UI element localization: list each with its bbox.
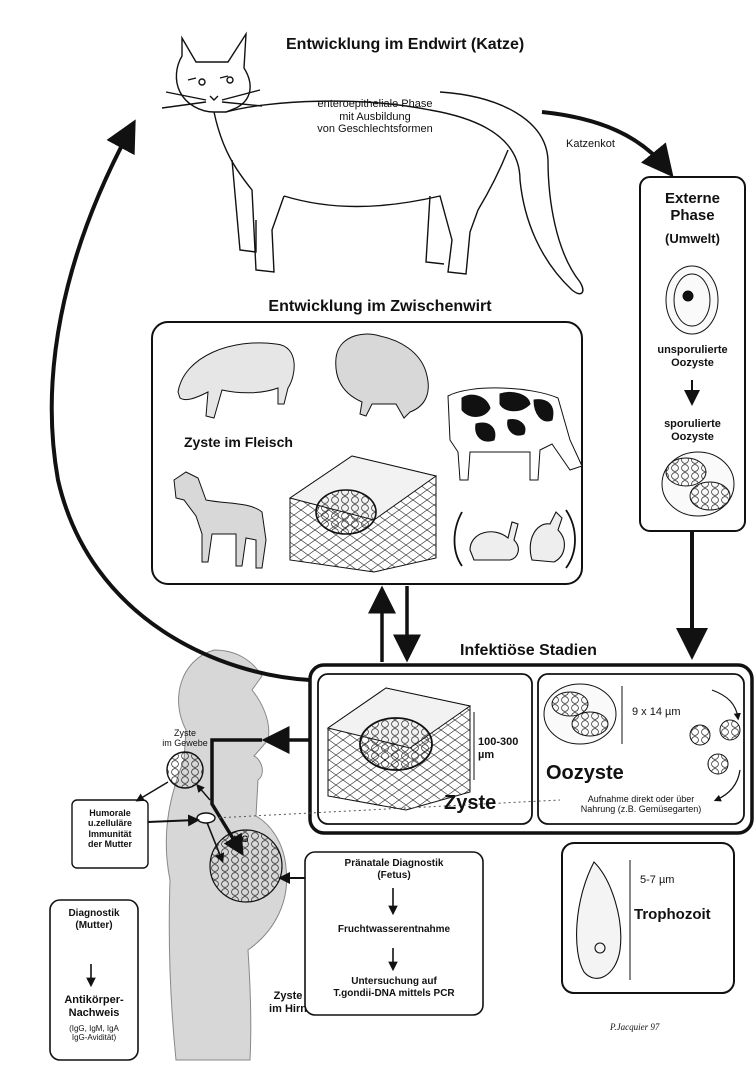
- externe-phase-title: Externe Phase: [640, 190, 745, 225]
- arrow-cyst-immunity-link: [138, 782, 168, 800]
- immunity-label: Humorale u.zelluläre Immunität der Mutte…: [72, 808, 148, 849]
- oocyst-note: Aufnahme direkt oder über Nahrung (z.B. …: [556, 794, 726, 815]
- fruchtwasser-label: Fruchtwasserentnahme: [305, 924, 483, 936]
- tissue-cyst-drawing: [167, 752, 203, 788]
- oocyst-size-label: 9 x 14 µm: [632, 706, 722, 719]
- oocyst-label: Oozyste: [546, 762, 646, 785]
- pig-drawing: [178, 343, 294, 418]
- cyst-size-label: 100-300 µm: [478, 736, 534, 761]
- rabbit-chicken-drawing: [455, 510, 576, 568]
- trophozoite-label: Trophozoit: [634, 906, 734, 923]
- endwirt-phase-text: enteroepitheliale Phase mit Ausbildung v…: [300, 98, 450, 136]
- cow-drawing: [448, 388, 582, 480]
- cyst-label: Zyste: [444, 792, 524, 815]
- sporulated-oocyst-label: sporulierte Oozyste: [640, 418, 745, 443]
- muscle-tissue-cyst-drawing: [290, 456, 436, 572]
- diagnostik-mutter-title: Diagnostik (Mutter): [50, 908, 138, 931]
- unsporulated-oocyst-label: unsporulierte Oozyste: [640, 344, 745, 369]
- author-signature: P.Jacquier 97: [610, 1022, 710, 1032]
- horse-drawing: [174, 472, 266, 568]
- katzenkot-label: Katzenkot: [566, 138, 646, 151]
- infektioese-stadien-title: Infektiöse Stadien: [460, 642, 660, 660]
- sheep-drawing: [336, 334, 429, 418]
- externe-phase-subtitle: (Umwelt): [640, 232, 745, 247]
- cat-drawing: [162, 34, 583, 294]
- praenatal-title: Pränatale Diagnostik (Fetus): [305, 858, 483, 881]
- pcr-label: Untersuchung auf T.gondii-DNA mittels PC…: [305, 976, 483, 999]
- trophozoite-size-label: 5-7 µm: [640, 874, 710, 887]
- endwirt-title: Entwicklung im Endwirt (Katze): [286, 36, 606, 54]
- tissue-cyst-label: Zyste im Gewebe: [150, 728, 220, 749]
- sporulated-oocyst-drawing: [662, 452, 734, 516]
- placenta-marker: [197, 813, 215, 823]
- antikoerper-nachweis-label: Antikörper- Nachweis: [50, 994, 138, 1019]
- zyste-fleisch-label: Zyste im Fleisch: [184, 434, 314, 450]
- excysting-oocysts-drawing: [690, 720, 740, 774]
- igg-label: IgG: [226, 834, 256, 844]
- unsporulated-oocyst-drawing: [666, 266, 718, 334]
- trophozoite-drawing: [577, 862, 621, 978]
- arrow-infectious-to-cat: [52, 130, 310, 680]
- oocyst-pair-drawing: [544, 684, 616, 744]
- zwischenwirt-title: Entwicklung im Zwischenwirt: [220, 298, 540, 316]
- antikoerper-details: (IgG, IgM, IgA IgG-Avidität): [50, 1024, 138, 1042]
